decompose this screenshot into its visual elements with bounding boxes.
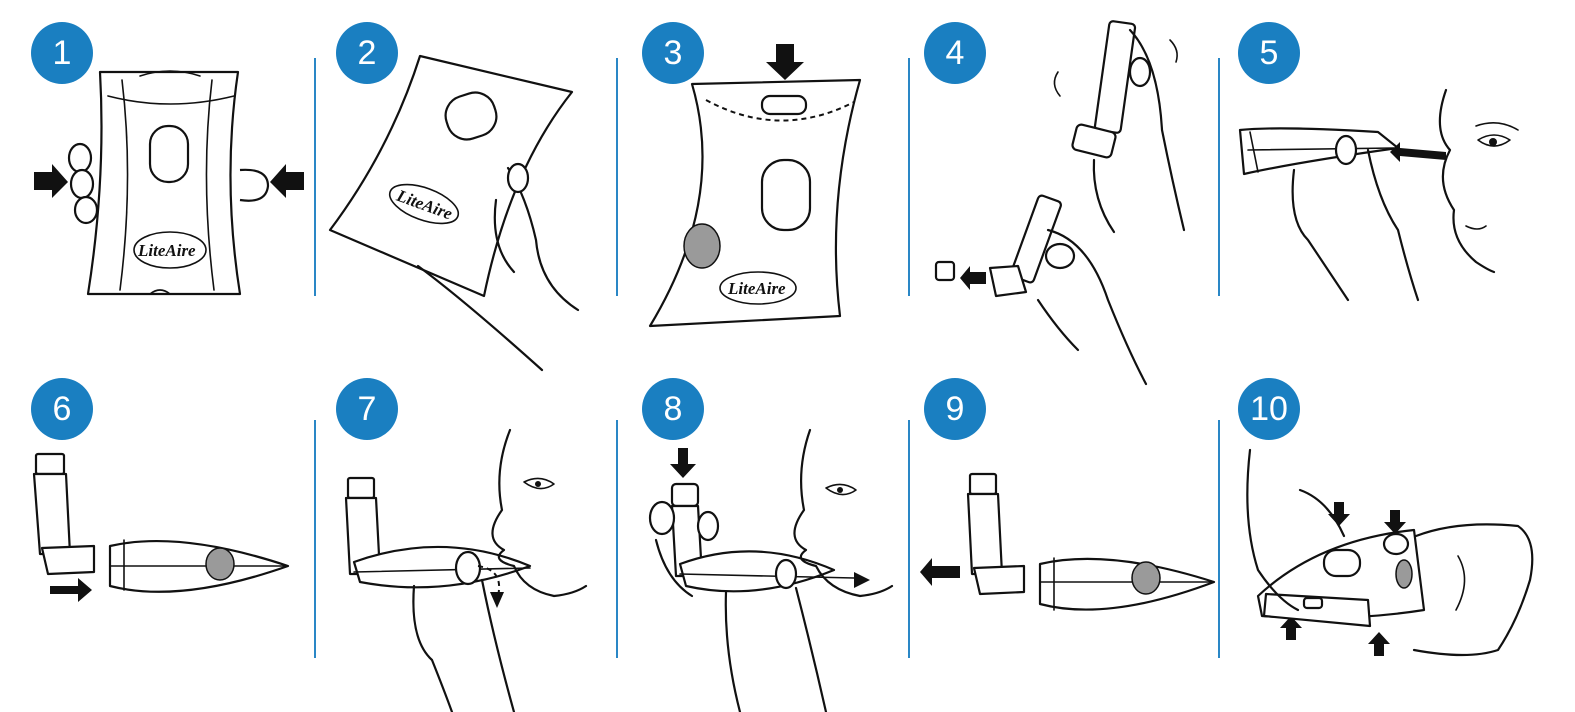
step-4-panel: 4 <box>908 0 1218 390</box>
flattened-spacer-icon: LiteAire <box>34 70 304 296</box>
up-arrow-icon <box>1368 632 1390 656</box>
press-arrow-icon <box>670 448 696 478</box>
inhaler-insert-icon <box>32 452 290 602</box>
divider <box>1218 58 1220 296</box>
inhaler-in-mouth-icon <box>344 428 588 712</box>
fold-spacer-icon <box>1246 448 1534 657</box>
divider <box>908 58 910 296</box>
eye-arrow-icon <box>1390 142 1446 162</box>
step-number-badge: 3 <box>642 22 704 84</box>
step-number-badge: 9 <box>924 378 986 440</box>
divider <box>616 420 618 658</box>
step-3-panel: 3 LiteAire <box>616 0 908 360</box>
divider <box>616 58 618 296</box>
divider <box>908 420 910 658</box>
divider <box>314 420 316 658</box>
step-9-panel: 9 <box>908 360 1218 712</box>
remove-arrow-icon <box>920 558 960 586</box>
step-number-badge: 4 <box>924 22 986 84</box>
inspect-spacer-icon <box>1238 88 1519 302</box>
seal-arrow-icon <box>490 592 504 608</box>
step-number-badge: 2 <box>336 22 398 84</box>
up-arrow-icon <box>1280 616 1302 640</box>
press-inhale-icon <box>648 428 894 712</box>
down-arrow-icon <box>1328 502 1350 526</box>
right-arrow-icon <box>34 164 68 198</box>
step-1-panel: 1 LiteAire <box>0 0 314 360</box>
step-2-panel: 2 LiteAire <box>314 0 616 380</box>
step-number-badge: 5 <box>1238 22 1300 84</box>
step-6-panel: 6 <box>0 360 314 712</box>
step-8-panel: 8 <box>616 360 908 712</box>
divider <box>1218 420 1220 658</box>
down-arrow-icon <box>766 44 804 80</box>
spacer-bending-icon: LiteAire <box>328 54 580 372</box>
left-arrow-icon <box>270 164 304 198</box>
step-10-panel: 10 <box>1218 360 1575 712</box>
step-number-badge: 10 <box>1238 378 1300 440</box>
insert-arrow-icon <box>50 578 92 602</box>
down-arrow-icon <box>1384 510 1406 534</box>
divider <box>314 58 316 296</box>
step-5-panel: 5 <box>1218 0 1575 310</box>
step-number-badge: 6 <box>31 378 93 440</box>
inhale-arrow-icon <box>854 572 870 588</box>
step-number-badge: 7 <box>336 378 398 440</box>
step-number-badge: 8 <box>642 378 704 440</box>
logo-text: LiteAire <box>137 241 196 260</box>
step-7-panel: 7 <box>314 360 616 712</box>
expanded-spacer-icon: LiteAire <box>648 44 862 328</box>
shaking-inhaler-icon <box>934 20 1186 386</box>
step-number-badge: 1 <box>31 22 93 84</box>
logo-text: LiteAire <box>727 279 786 298</box>
remove-inhaler-icon <box>920 472 1216 611</box>
remove-cap-arrow-icon <box>960 266 986 290</box>
